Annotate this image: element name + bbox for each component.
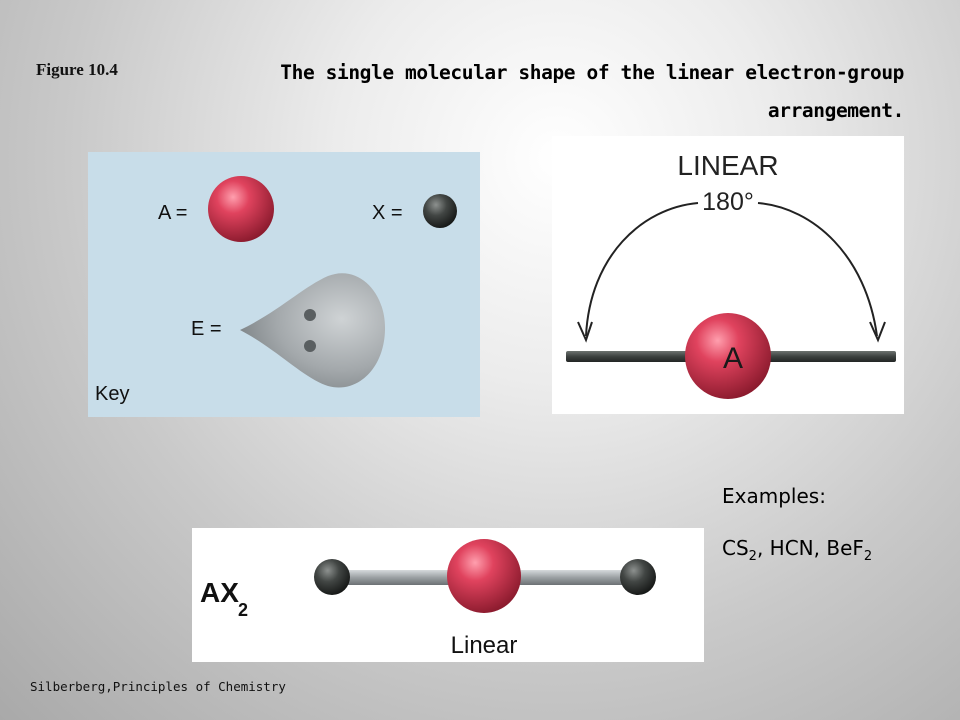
ax2-formula-main: AX (200, 577, 239, 608)
central-atom-sphere (685, 313, 771, 399)
ax2-model-panel: AX 2 Linear (192, 528, 704, 662)
central-atom-label: A (723, 342, 743, 375)
angle-arc-left (585, 202, 699, 337)
example-formulas: CS2, HCN, BeF2 (722, 536, 872, 564)
key-a-label: A = (158, 202, 187, 224)
example-formula: HCN, (769, 536, 827, 560)
key-diagram: A = X = E = Key (95, 176, 457, 405)
key-e-label: E = (191, 318, 222, 340)
lone-pair-dot-top (304, 309, 316, 321)
slide-title: The single molecular shape of the linear… (280, 61, 904, 122)
central-atom-a (447, 539, 521, 613)
angle-arc-right (757, 202, 878, 337)
shape-name-label: LINEAR (677, 150, 778, 181)
key-x-label: X = (372, 202, 403, 224)
example-formula: CS2, (722, 536, 770, 564)
shape-caption: Linear (451, 632, 518, 659)
arrowhead-left (577, 321, 593, 343)
ax2-model-diagram: AX 2 Linear (200, 539, 656, 659)
linear-geometry-diagram: LINEAR 180° A (566, 150, 896, 399)
key-caption: Key (95, 383, 129, 405)
arrowhead-right (869, 321, 886, 343)
source-credit: Silberberg,Principles of Chemistry (30, 679, 286, 694)
ligand-x-right (620, 559, 656, 595)
bond-angle-label: 180° (702, 188, 754, 216)
ligand-x-left (314, 559, 350, 595)
ax2-formula-sub: 2 (238, 600, 248, 620)
lone-pair-dot-bottom (304, 340, 316, 352)
key-panel: A = X = E = Key (88, 152, 480, 417)
figure-label: Figure 10.4 (36, 60, 118, 79)
example-formula: BeF2 (826, 536, 873, 564)
linear-geometry-panel: LINEAR 180° A (552, 136, 904, 414)
examples-heading: Examples: (722, 484, 826, 508)
lone-pair-lobe (240, 273, 386, 388)
atom-a-sphere (208, 176, 274, 242)
atom-x-sphere (423, 194, 457, 228)
